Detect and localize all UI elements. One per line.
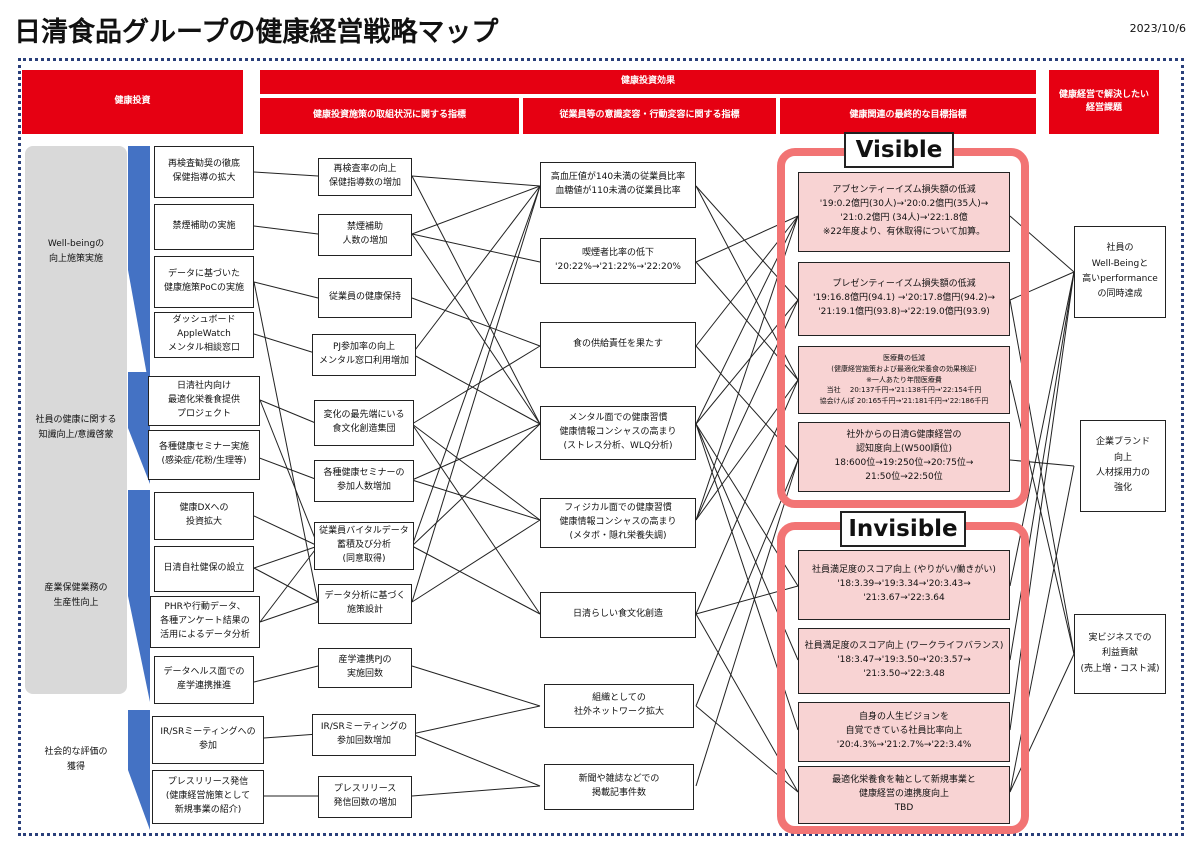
behavior-indicator-box: 新聞や雑誌などでの 掲載記事件数: [544, 764, 694, 810]
group-productivity: 産業保健業務の 生産性向上: [44, 582, 108, 608]
left-category-band: [25, 146, 127, 694]
group-reputation: 社会的な評価の 獲得: [44, 746, 108, 772]
invisible-label: Invisible: [840, 511, 966, 547]
measure-box: 禁煙補助の実施: [154, 204, 254, 250]
final-indicator-box: 社員満足度のスコア向上 (やりがい/働きがい) '18:3.39→'19:3.3…: [798, 550, 1010, 620]
measure-box: プレスリリース発信 (健康経営施策として 新規事業の紹介): [152, 770, 264, 824]
behavior-indicator-box: 日清らしい食文化創造: [540, 592, 696, 638]
measure-box: ダッシュボード AppleWatch メンタル相談窓口: [154, 312, 254, 358]
measure-box: 日清自社健保の設立: [154, 546, 254, 592]
policy-indicator-box: プレスリリース 発信回数の増加: [318, 776, 412, 818]
final-indicator-box: プレゼンティーイズム損失額の低減 '19:16.8億円(94.1) →'20:1…: [798, 262, 1010, 336]
issue-box: 企業ブランド 向上 人材採用力の 強化: [1080, 420, 1166, 512]
chevron-3: [128, 490, 150, 702]
group-knowledge: 社員の健康に関する 知識向上/意識啓蒙: [35, 414, 117, 440]
policy-indicator-box: 産学連携PJの 実施回数: [318, 648, 412, 688]
measure-box: データに基づいた 健康施策PoCの実施: [154, 256, 254, 308]
policy-indicator-box: 変化の最先端にいる 食文化創造集団: [314, 400, 414, 446]
chevron-4: [128, 710, 150, 830]
measure-box: 健康DXへの 投資拡大: [154, 492, 254, 540]
policy-indicator-box: 各種健康セミナーの 参加人数増加: [314, 460, 414, 502]
final-indicator-box: 社員満足度のスコア向上 (ワークライフバランス) '18:3.47→'19:3.…: [798, 628, 1010, 694]
header-issues: 健康経営で解決したい 経営課題: [1049, 70, 1159, 134]
policy-indicator-box: IR/SRミーティングの 参加回数増加: [312, 714, 416, 756]
final-indicator-box: アブセンティーイズム損失額の低減 '19:0.2億円(30人)→'20:0.2億…: [798, 172, 1010, 252]
category-chevrons: [128, 146, 150, 830]
measure-box: 各種健康セミナー実施 (感染症/花粉/生理等): [148, 430, 260, 480]
group-wellbeing: Well-beingの 向上施策実施: [47, 238, 105, 264]
policy-indicator-box: 従業員バイタルデータ 蓄積及び分析 (同意取得): [314, 522, 414, 570]
chevron-2: [128, 372, 150, 484]
behavior-indicator-box: 組織としての 社外ネットワーク拡大: [544, 684, 694, 728]
chevron-1: [128, 146, 150, 392]
final-indicator-box: 医療費の低減 (健康経営施策および最適化栄養食の効果検証) ※一人あたり年間医療…: [798, 346, 1010, 414]
header-final-indicators: 健康関連の最終的な目標指標: [780, 98, 1036, 134]
issue-box: 実ビジネスでの 利益貢献 (売上増・コスト減): [1074, 614, 1166, 694]
header-effects: 健康投資効果: [260, 70, 1036, 94]
final-indicator-box: 社外からの日清G健康経営の 認知度向上(W500順位) 18:600位→19:2…: [798, 422, 1010, 492]
page-title: 日清食品グループの健康経営戦略マップ: [14, 17, 499, 48]
behavior-indicator-box: 食の供給責任を果たす: [540, 322, 696, 368]
policy-indicator-box: PJ参加率の向上 メンタル窓口利用増加: [312, 334, 416, 376]
map-frame: [18, 58, 1184, 836]
measure-box: 再検査勧奨の徹底 保健指導の拡大: [154, 146, 254, 198]
issue-box: 社員の Well-Beingと 高いperformance の同時達成: [1074, 226, 1166, 318]
measure-box: IR/SRミーティングへの 参加: [152, 716, 264, 764]
policy-indicator-box: データ分析に基づく 施策設計: [318, 584, 412, 624]
date-label: 2023/10/6: [1129, 22, 1186, 35]
measure-box: データヘルス面での 産学連携推進: [154, 656, 254, 704]
measure-box: PHRや行動データ、 各種アンケート結果の 活用によるデータ分析: [150, 596, 260, 648]
policy-indicator-box: 禁煙補助 人数の増加: [318, 214, 412, 256]
measure-box: 日清社内向け 最適化栄養食提供 プロジェクト: [148, 376, 260, 426]
behavior-indicator-box: 高血圧値が140未満の従業員比率 血糖値が110未満の従業員比率: [540, 162, 696, 208]
header-behavior-indicators: 従業員等の意識変容・行動変容に関する指標: [523, 98, 776, 134]
policy-indicator-box: 再検査率の向上 保健指導数の増加: [318, 158, 412, 196]
behavior-indicator-box: フィジカル面での健康習慣 健康情報コンシャスの高まり (メタボ・隠れ栄養失調): [540, 498, 696, 548]
final-indicator-box: 自身の人生ビジョンを 自覚できている社員比率向上 '20:4.3%→'21:2.…: [798, 702, 1010, 762]
behavior-indicator-box: メンタル面での健康習慣 健康情報コンシャスの高まり (ストレス分析、WLQ分析): [540, 406, 696, 460]
final-indicator-box: 最適化栄養食を軸として新規事業と 健康経営の連携度向上 TBD: [798, 766, 1010, 824]
header-policy-indicators: 健康投資施策の取組状況に関する指標: [260, 98, 519, 134]
behavior-indicator-box: 喫煙者比率の低下 '20:22%→'21:22%→'22:20%: [540, 238, 696, 284]
visible-label: Visible: [844, 132, 954, 168]
policy-indicator-box: 従業員の健康保持: [318, 278, 412, 318]
header-investment: 健康投資: [22, 70, 243, 134]
